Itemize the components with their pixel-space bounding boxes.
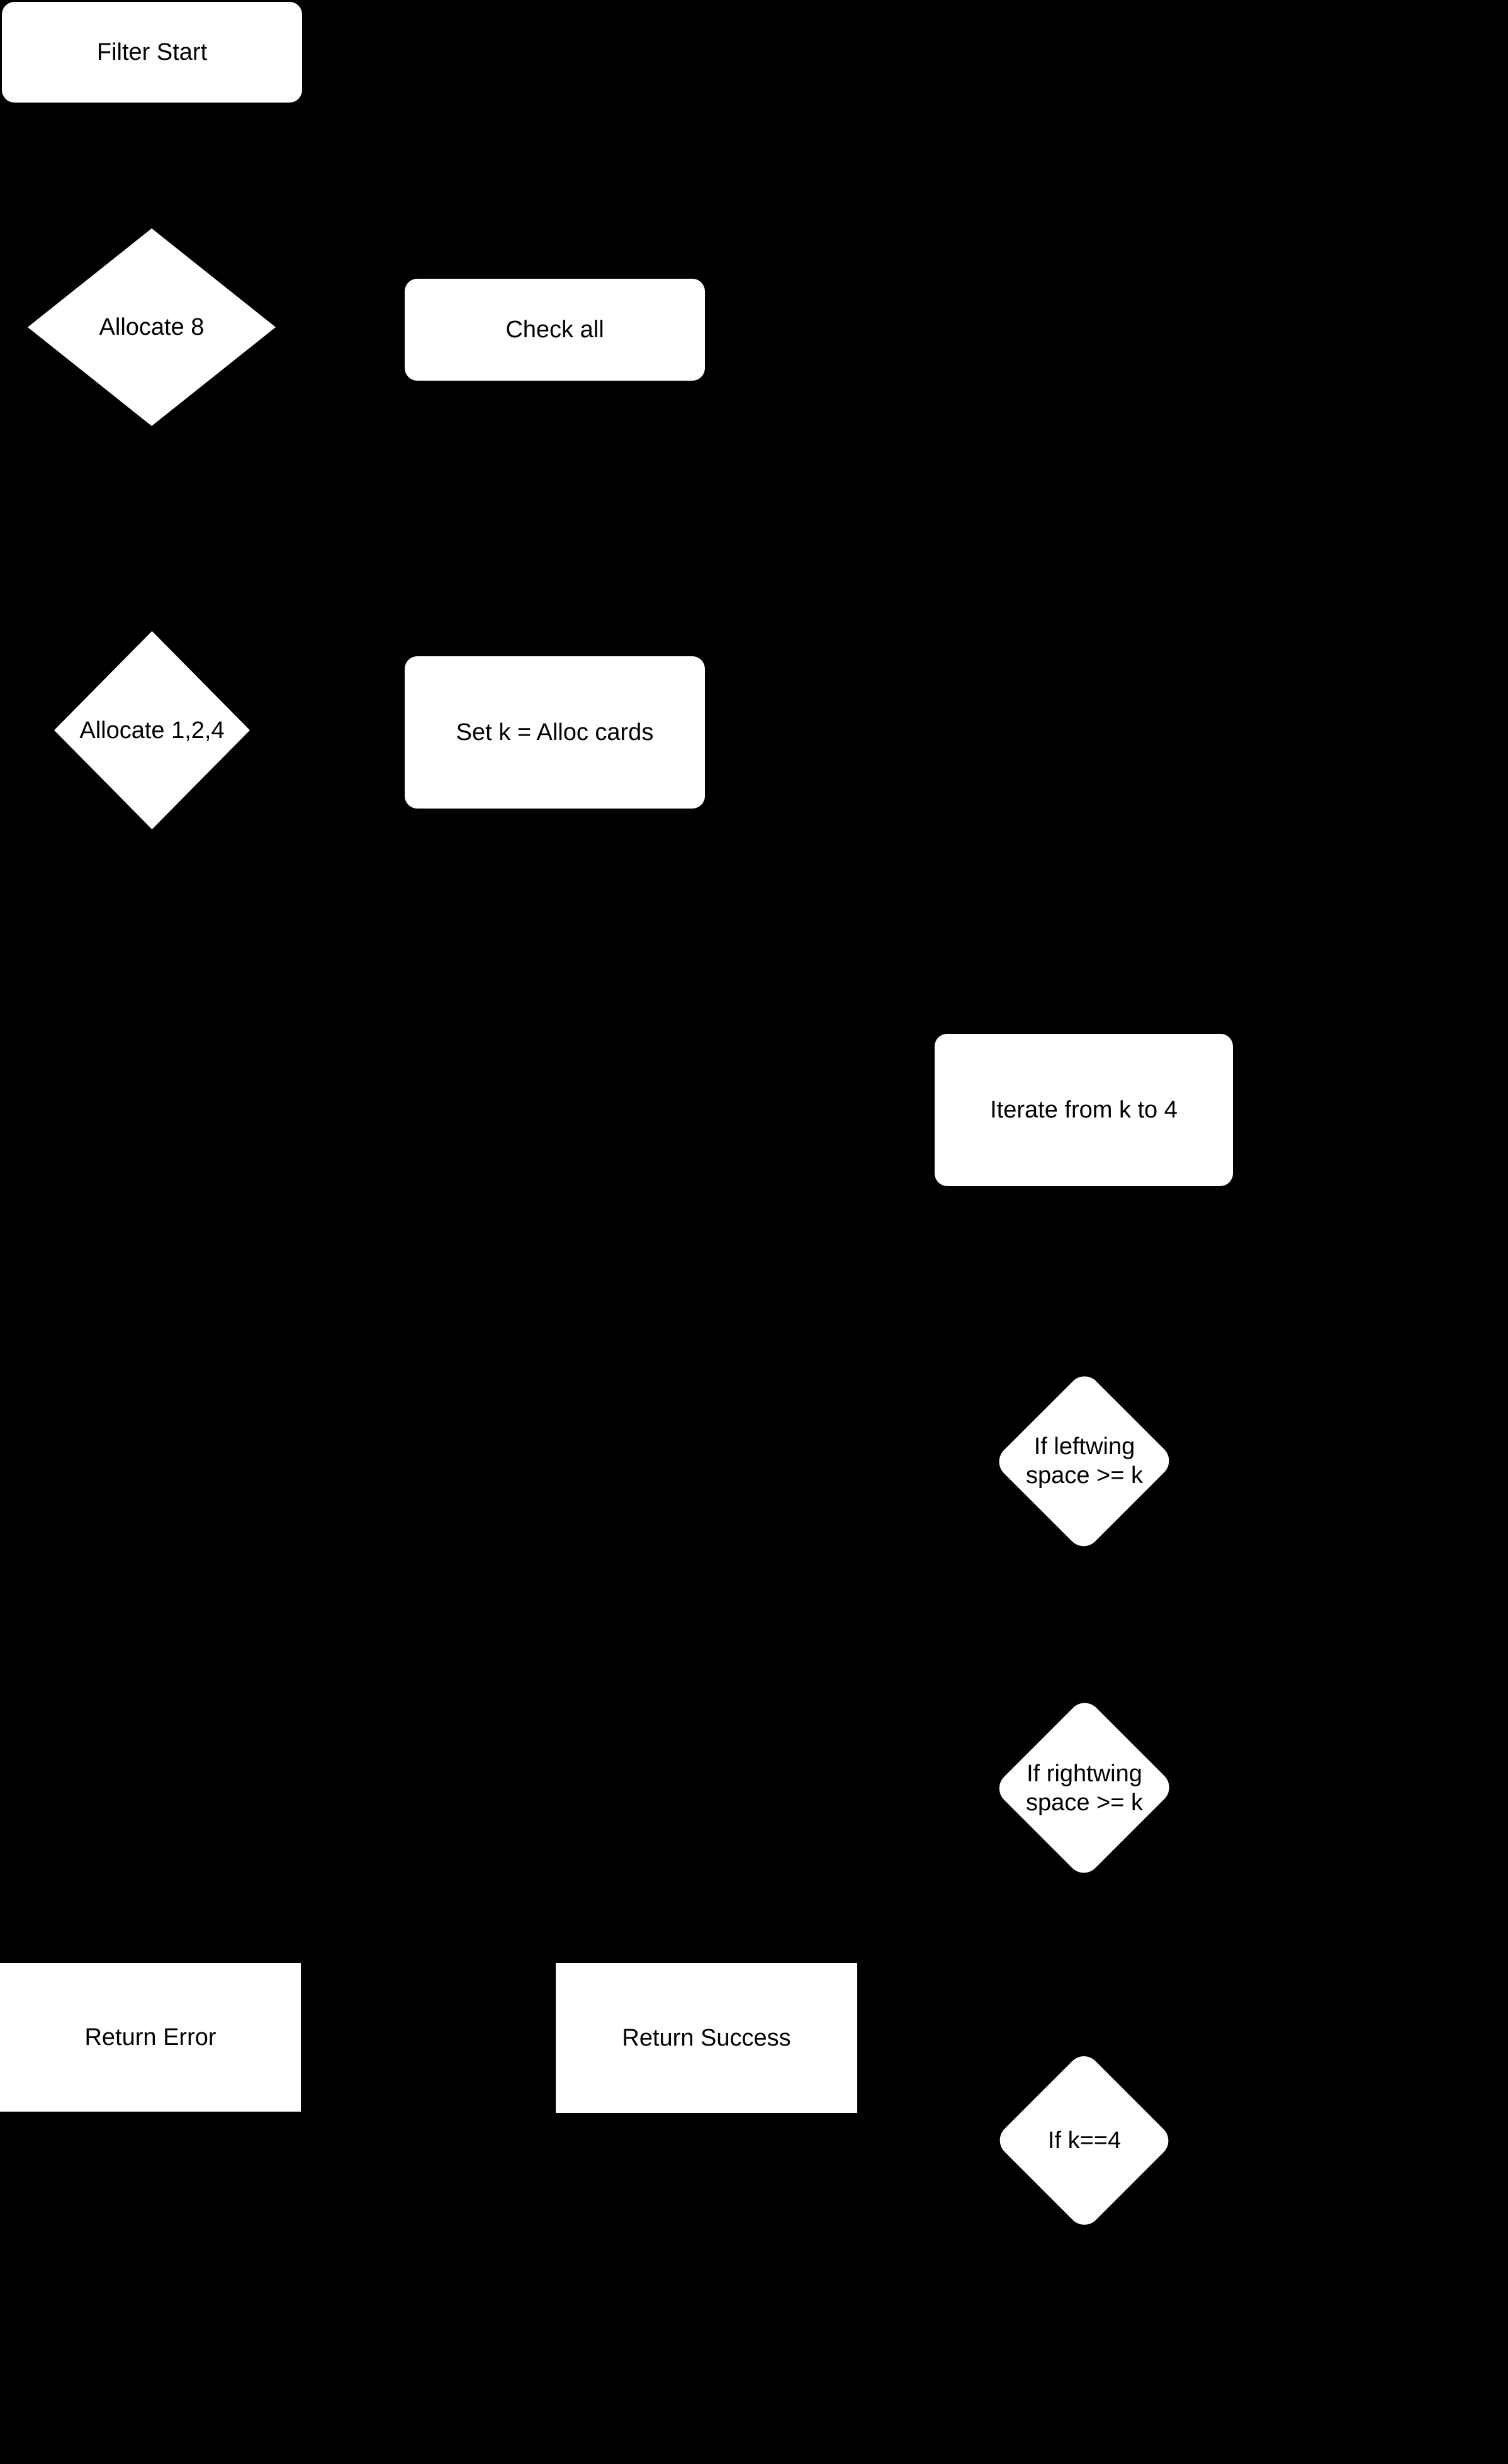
node-label-filter-start: Filter Start: [96, 39, 208, 65]
node-label-return-error: Return Error: [84, 2024, 217, 2051]
node-label-check-all: Check all: [505, 316, 604, 343]
node-label-set-k: Set k = Alloc cards: [456, 719, 654, 746]
node-if-k-equals-4[interactable]: If k==4: [993, 2049, 1176, 2232]
node-allocate-8[interactable]: Allocate 8: [28, 228, 276, 426]
node-label-iterate-from-k-to-4: Iterate from k to 4: [990, 1097, 1178, 1123]
node-return-success[interactable]: Return Success: [556, 1963, 857, 2113]
node-iterate-from-k-to-4[interactable]: Iterate from k to 4: [935, 1034, 1233, 1186]
node-return-error[interactable]: Return Error: [0, 1963, 301, 2112]
node-label-return-success: Return Success: [622, 2025, 791, 2051]
node-label-allocate-8: Allocate 8: [99, 314, 205, 340]
node-check-all[interactable]: Check all: [405, 279, 705, 381]
node-label-allocate-1-2-4: Allocate 1,2,4: [79, 717, 225, 744]
node-filter-start[interactable]: Filter Start: [2, 2, 302, 103]
node-label-if-k-equals-4: If k==4: [1047, 2127, 1122, 2154]
node-set-k[interactable]: Set k = Alloc cards: [405, 656, 705, 809]
node-allocate-1-2-4[interactable]: Allocate 1,2,4: [54, 631, 250, 829]
